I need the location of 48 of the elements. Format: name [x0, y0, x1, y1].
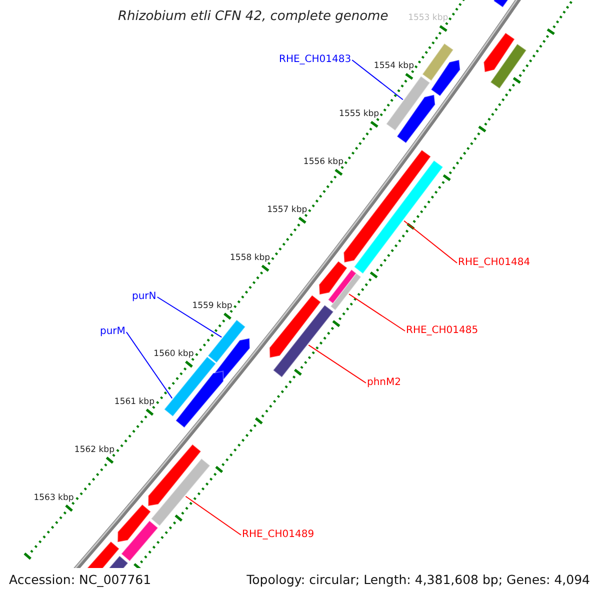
- leader-line: [126, 332, 173, 399]
- gene-block-pointed: [269, 294, 322, 358]
- gene-block-pointed: [318, 260, 348, 296]
- scale-label: 1561 kbp: [114, 396, 154, 407]
- gene-label: RHE_CH01484: [458, 257, 530, 269]
- gene-label: RHE_CH01483: [279, 54, 352, 66]
- footer-text: Accession: NC_007761: [9, 572, 152, 587]
- leader-line: [348, 294, 406, 332]
- gene-bar: [386, 76, 431, 132]
- gene-block-pointed: [148, 444, 202, 507]
- scale-label: 1560 kbp: [154, 348, 194, 359]
- gene-bar: [120, 520, 159, 562]
- scale-label: 1563 kbp: [34, 492, 74, 503]
- gene-bar: [490, 43, 527, 90]
- gene-block-pointed: [396, 94, 436, 144]
- gene-label: RHE_CH01489: [242, 529, 314, 541]
- scale-label: 1558 kbp: [230, 252, 270, 263]
- leader-line: [156, 296, 222, 338]
- leader-line: [404, 220, 458, 264]
- gene-block-pointed: [117, 504, 152, 543]
- leader-line: [352, 60, 404, 100]
- gene-block-pointed: [430, 59, 461, 97]
- scale-label: 1557 kbp: [267, 204, 308, 215]
- gene-bar: [150, 458, 211, 527]
- scale-label: 1554 kbp: [374, 60, 414, 71]
- gene-bar: [422, 42, 454, 82]
- scale-label: 1555 kbp: [339, 108, 380, 119]
- title: Rhizobium etli CFN 42, complete genome: [118, 9, 388, 24]
- footer-text: Topology: circular; Length: 4,381,608 bp; Genes: 4,094: [246, 572, 590, 587]
- gene-block-pointed: [483, 32, 516, 73]
- leader-line: [308, 344, 366, 384]
- gene-block-pointed: [214, 338, 250, 380]
- gene-block-pointed: [343, 149, 432, 264]
- gene-label: RHE_CH01485: [406, 325, 478, 337]
- gene-bar: [272, 304, 334, 378]
- gene-block-pointed: [175, 370, 224, 428]
- gene-bar: [207, 319, 246, 364]
- scale-label: 1556 kbp: [303, 156, 344, 167]
- gene-label: purN: [132, 291, 156, 303]
- gene-bar: [328, 268, 357, 304]
- scale-label: 1553 kbp: [408, 13, 448, 24]
- gene-bar: [164, 356, 216, 418]
- gene-label: phnM2: [367, 377, 402, 389]
- gene-bar: [354, 160, 444, 274]
- leader-line: [185, 496, 242, 536]
- scale-label: 1562 kbp: [74, 444, 114, 455]
- scale-label: 1559 kbp: [192, 300, 232, 311]
- gene-label: purM: [100, 326, 126, 338]
